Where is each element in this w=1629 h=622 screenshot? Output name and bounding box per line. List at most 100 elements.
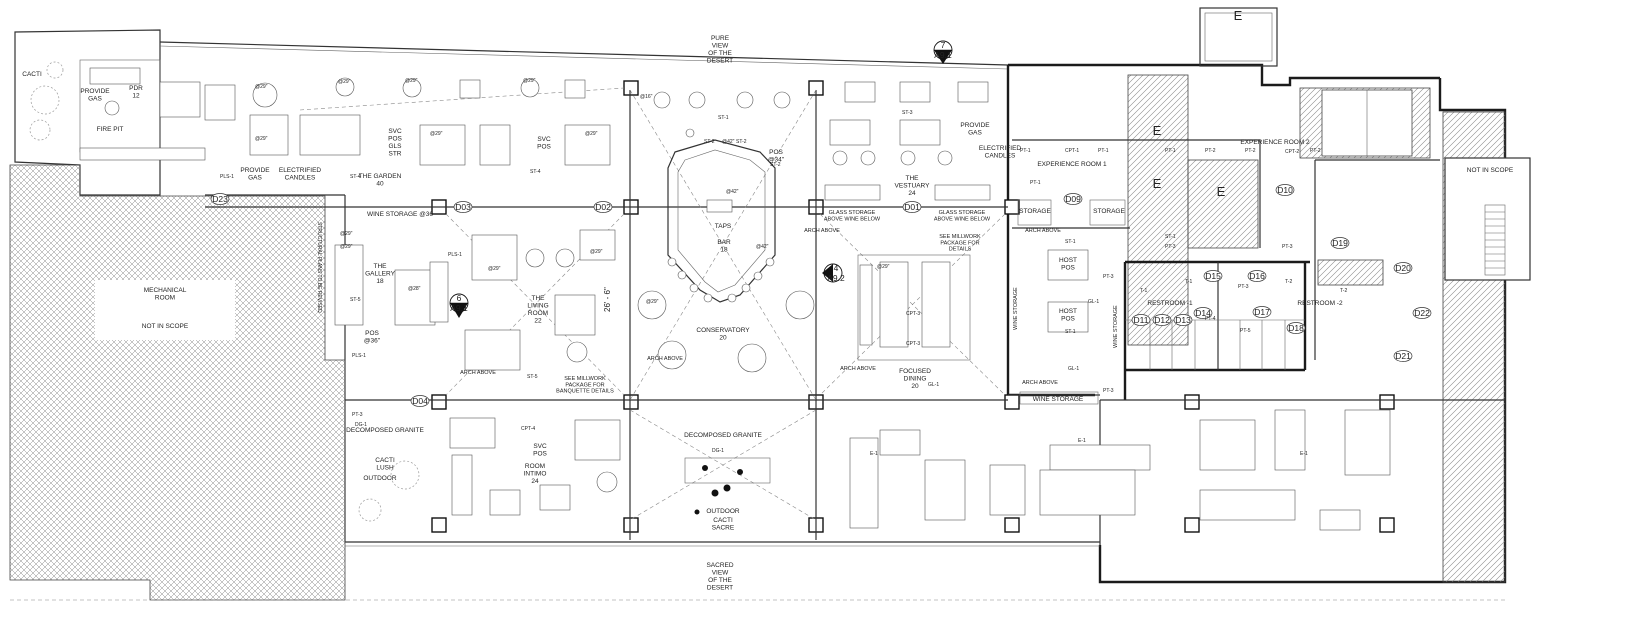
wine-storage-vertical-label: WINE STORAGE bbox=[1013, 287, 1019, 330]
height-dim: @29" bbox=[405, 78, 418, 84]
svg-text:D01: D01 bbox=[904, 202, 920, 212]
experience-room-1-label: EXPERIENCE ROOM 1 bbox=[1037, 161, 1107, 168]
section-marker: 7 A9.1 bbox=[933, 40, 953, 64]
door-tag: D17 bbox=[1252, 306, 1272, 318]
finish-tag: PT-1 bbox=[1165, 148, 1176, 154]
svg-text:7: 7 bbox=[941, 40, 946, 50]
finish-tag: ST-4 bbox=[350, 174, 361, 180]
svg-text:D20: D20 bbox=[1395, 263, 1411, 273]
height-dim: @29" bbox=[338, 79, 351, 85]
finish-tag: PT-3 bbox=[1103, 274, 1114, 280]
door-tag: D14 bbox=[1193, 307, 1213, 319]
arch-above-label: ARCH ABOVE bbox=[804, 228, 840, 234]
storage-2-label: STORAGE bbox=[1093, 208, 1125, 215]
pos-34-label: POS@34" bbox=[768, 149, 785, 163]
svg-text:D21: D21 bbox=[1395, 351, 1411, 361]
svg-text:D03: D03 bbox=[455, 202, 471, 212]
fire-pit-label: FIRE PIT bbox=[97, 126, 124, 133]
svg-text:D13: D13 bbox=[1175, 315, 1191, 325]
finish-tag: DG-1 bbox=[355, 422, 367, 428]
finish-tag: ST-2 bbox=[736, 139, 747, 145]
experience-room-2-label: EXPERIENCE ROOM 2 bbox=[1240, 139, 1310, 146]
height-dim: @42" bbox=[756, 244, 769, 250]
height-dim: @29" bbox=[255, 136, 268, 142]
finish-tag: CPT-2 bbox=[1285, 149, 1299, 155]
arch-above-label: ARCH ABOVE bbox=[840, 366, 876, 372]
door-tag: D18 bbox=[1286, 322, 1306, 334]
door-tag: D16 bbox=[1247, 270, 1267, 282]
door-tag: D12 bbox=[1152, 314, 1172, 326]
finish-tag: T-2 bbox=[1285, 279, 1292, 285]
finish-tag: PT-5 bbox=[1240, 328, 1251, 334]
finish-tag: PT-1 bbox=[1098, 148, 1109, 154]
arch-above-label: ARCH ABOVE bbox=[460, 370, 496, 376]
section-marker: 6 A9.1 bbox=[449, 293, 469, 318]
wine-storage-vertical-label: WINE STORAGE bbox=[1113, 305, 1119, 348]
svg-text:D14: D14 bbox=[1195, 308, 1211, 318]
arch-above-label: ARCH ABOVE bbox=[1022, 380, 1058, 386]
finish-tag: PT-3 bbox=[1103, 388, 1114, 394]
door-tag: D20 bbox=[1393, 262, 1413, 274]
finish-tag: E-1 bbox=[1300, 451, 1308, 457]
section-marker: 4 A9.2 bbox=[822, 263, 845, 283]
outdoor-center-label: OUTDOOR bbox=[706, 508, 740, 515]
height-dim: @29" bbox=[488, 266, 501, 272]
svg-text:D22: D22 bbox=[1414, 308, 1430, 318]
height-dim: @42" bbox=[722, 139, 735, 145]
e-block-label: E bbox=[1234, 8, 1243, 23]
finish-tag: DG-1 bbox=[712, 448, 724, 454]
finish-tag: T-2 bbox=[1340, 288, 1347, 294]
door-tag: D22 bbox=[1412, 307, 1432, 319]
height-dim: @16" bbox=[640, 94, 653, 100]
finish-tag: PT-2 bbox=[1310, 148, 1321, 154]
structural-plans-note: STRUCTURAL PLANS TO BE REVISED bbox=[316, 222, 322, 313]
finish-tag: ST-5 bbox=[350, 297, 361, 303]
svg-text:4: 4 bbox=[834, 263, 839, 273]
svg-text:D04: D04 bbox=[412, 396, 428, 406]
finish-tag: PT-4 bbox=[1205, 316, 1216, 322]
svg-text:D12: D12 bbox=[1154, 315, 1170, 325]
wine-storage-36-label: WINE STORAGE @36 bbox=[367, 211, 433, 218]
height-dim: @29" bbox=[523, 78, 536, 84]
finish-tag: ST-2 bbox=[704, 139, 715, 145]
finish-tag: PT-3 bbox=[1282, 244, 1293, 250]
height-dim: @29" bbox=[340, 231, 353, 237]
door-tag: D21 bbox=[1393, 350, 1413, 362]
arch-above-label: ARCH ABOVE bbox=[1025, 228, 1061, 234]
height-dim: @29" bbox=[255, 84, 268, 90]
stair-treads bbox=[1485, 211, 1505, 269]
stair-area-right: NOT IN SCOPE bbox=[1444, 157, 1531, 281]
door-tag: D02 bbox=[593, 201, 613, 213]
finish-tag: GL-1 bbox=[928, 382, 939, 388]
finish-tag: GL-1 bbox=[1088, 299, 1099, 305]
svg-text:D10: D10 bbox=[1277, 185, 1293, 195]
height-dims: @29" @29" @29" @29" @29" @29" @29" @42" … bbox=[255, 78, 890, 305]
outdoor-left-label: OUTDOOR bbox=[363, 475, 397, 482]
finish-tag: GL-1 bbox=[1068, 366, 1079, 372]
door-tag: D04 bbox=[410, 395, 430, 407]
